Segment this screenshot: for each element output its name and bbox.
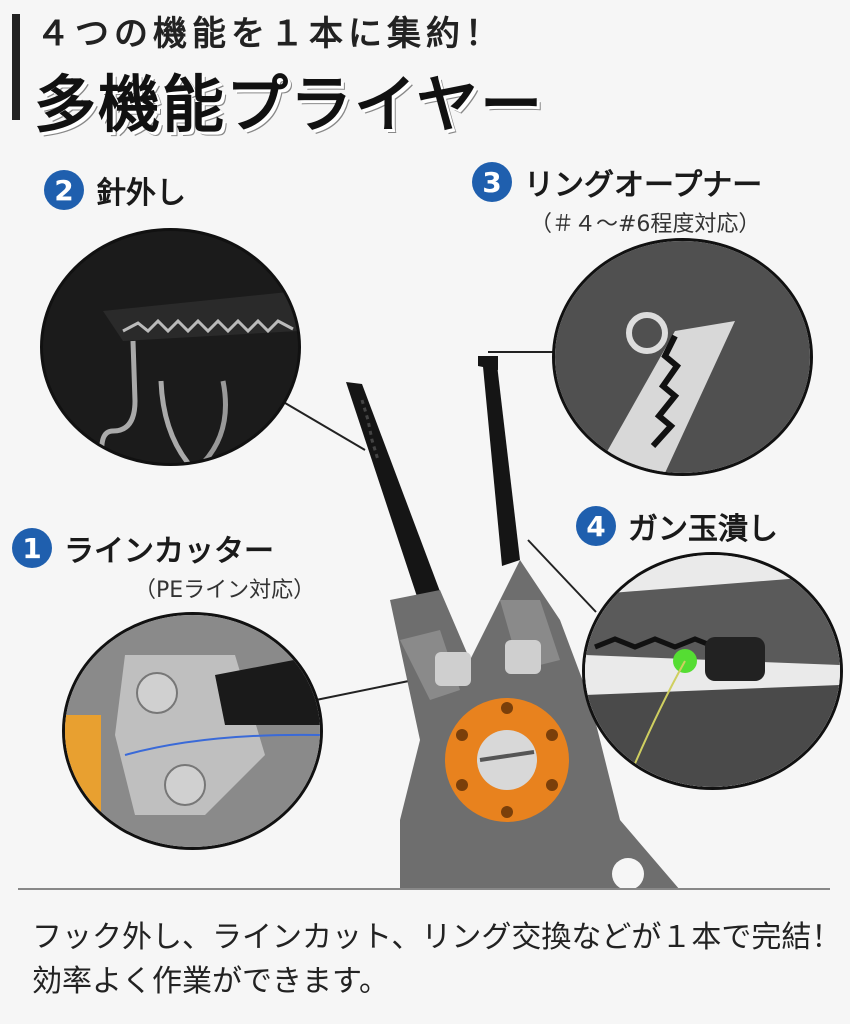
divider	[18, 888, 830, 890]
feature-label: 針外し	[96, 176, 186, 211]
badge-number: 3	[472, 162, 512, 202]
feature-ring-opener: 3 リングオープナー	[472, 160, 762, 204]
page-subtitle: ４つの機能を１本に集約！	[36, 14, 504, 54]
detail-ring-opener	[552, 238, 813, 476]
footer-line-1: フック外し、ラインカット、リング交換などが１本で完結！	[32, 920, 842, 955]
footer-description: フック外し、ラインカット、リング交換などが１本で完結！ 効率よく作業ができます。	[32, 916, 841, 1004]
badge-number: 1	[12, 528, 52, 568]
footer-line-2: 効率よく作業ができます。	[32, 964, 389, 999]
page-title: 多機能プライヤー	[34, 68, 545, 141]
rivet-icon	[505, 640, 541, 674]
badge-number: 4	[576, 506, 616, 546]
feature-hook-remover: 2 針外し	[44, 168, 186, 212]
rivet-icon	[435, 652, 471, 686]
detail-line-cutter	[62, 612, 323, 850]
line-cutter-note: （PEライン対応）	[134, 578, 316, 603]
ring-opener-note: （＃４〜#6程度対応）	[530, 212, 761, 237]
feature-label: リングオープナー	[524, 168, 763, 203]
accent-bar	[12, 14, 20, 120]
detail-hook-remover	[40, 228, 301, 466]
detail-split-shot-crusher	[582, 552, 843, 790]
feature-label: ガン玉潰し	[628, 512, 778, 547]
badge-number: 2	[44, 170, 84, 210]
feature-line-cutter: 1 ラインカッター	[12, 526, 274, 570]
feature-label: ラインカッター	[64, 534, 274, 569]
feature-split-shot-crusher: 4 ガン玉潰し	[576, 504, 778, 548]
